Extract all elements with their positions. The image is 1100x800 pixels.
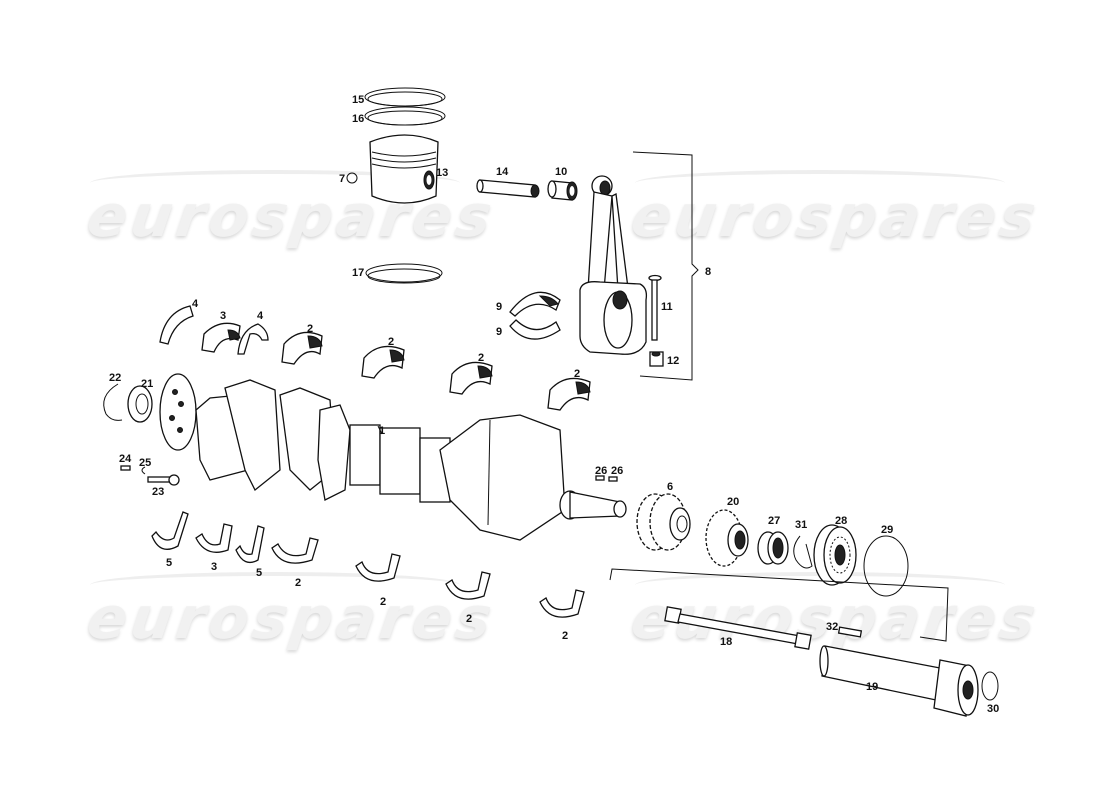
callout-5: 5 <box>256 567 263 579</box>
lock-washer-icon <box>141 466 146 475</box>
callout-2: 2 <box>295 577 302 589</box>
callout-2: 2 <box>478 352 485 364</box>
small-end-bush-icon <box>547 180 578 201</box>
big-end-bearing-upper-icon <box>509 291 561 317</box>
con-rod-nut-icon <box>649 351 664 367</box>
callout-30: 30 <box>987 703 1000 715</box>
callout-27: 27 <box>768 515 781 527</box>
piston-ring-second-icon <box>364 106 446 126</box>
callout-19: 19 <box>866 681 879 693</box>
callout-12: 12 <box>667 355 680 367</box>
drive-shaft-icon <box>664 606 812 650</box>
main-bearing-thrust-lower-icon <box>195 523 233 553</box>
dowel-icon <box>120 465 131 471</box>
callout-16: 16 <box>352 113 365 125</box>
connecting-rod-group-bracket <box>632 151 699 381</box>
callout-22: 22 <box>109 372 122 384</box>
thrust-washer-lower-icon <box>235 525 265 564</box>
thrust-washer-icon <box>159 305 194 345</box>
callout-2: 2 <box>388 336 395 348</box>
pin-icon <box>837 626 863 638</box>
callout-29: 29 <box>881 524 894 536</box>
callout-9: 9 <box>496 326 503 338</box>
callout-26: 26 <box>595 465 608 477</box>
callout-6: 6 <box>667 481 674 493</box>
spacer-icon <box>757 531 789 565</box>
oil-control-ring-icon <box>365 263 443 284</box>
flywheel-bolt-icon <box>147 474 180 486</box>
piston-icon <box>369 134 439 204</box>
callout-31: 31 <box>795 519 808 531</box>
callout-24: 24 <box>119 453 132 465</box>
circlip-icon <box>346 172 358 184</box>
main-bearing-shell-lower-icon <box>445 571 491 600</box>
main-bearing-shell-lower-icon <box>355 553 401 582</box>
callout-25: 25 <box>139 457 152 469</box>
watermark-swoosh <box>90 572 460 598</box>
callout-8: 8 <box>705 266 712 278</box>
callout-11: 11 <box>661 301 673 313</box>
callout-14: 14 <box>496 166 509 178</box>
timing-sprocket-icon <box>636 493 691 551</box>
front-drive-group-bracket <box>609 568 949 642</box>
callout-1: 1 <box>379 425 386 437</box>
main-bearing-shell-lower-icon <box>271 537 319 564</box>
circlip-icon <box>793 535 813 569</box>
callout-13: 13 <box>436 167 449 179</box>
watermark-swoosh <box>90 170 460 196</box>
circlip-icon <box>103 383 123 421</box>
callout-26: 26 <box>611 465 624 477</box>
callout-7: 7 <box>339 173 346 185</box>
callout-4: 4 <box>257 310 264 322</box>
piston-ring-top-icon <box>364 87 446 107</box>
spigot-bearing-icon <box>127 385 153 423</box>
main-bearing-shell-upper-icon <box>449 361 493 395</box>
main-bearing-shell-upper-icon <box>547 377 591 411</box>
drive-shaft-housing-icon <box>819 645 979 717</box>
thrust-washer-lower-icon <box>151 511 189 550</box>
thrust-washer-icon <box>237 323 269 355</box>
callout-32: 32 <box>826 621 839 633</box>
main-bearing-shell-upper-icon <box>281 331 323 365</box>
watermark-swoosh <box>635 170 1005 196</box>
main-bearing-thrust-upper-icon <box>201 322 241 353</box>
connecting-rod-icon <box>579 175 648 355</box>
main-bearing-shell-upper-icon <box>361 345 405 379</box>
con-rod-bolt-icon <box>648 274 662 341</box>
callout-17: 17 <box>352 267 365 279</box>
crankshaft-icon <box>159 373 627 541</box>
main-bearing-shell-lower-icon <box>539 589 585 618</box>
woodruff-key-icon <box>595 475 618 482</box>
callout-4: 4 <box>192 298 199 310</box>
callout-10: 10 <box>555 166 568 178</box>
crankshaft-gear-icon <box>705 509 749 567</box>
callout-2: 2 <box>307 323 314 335</box>
callout-20: 20 <box>727 496 740 508</box>
callout-9: 9 <box>496 301 503 313</box>
callout-2: 2 <box>380 596 387 608</box>
callout-3: 3 <box>220 310 227 322</box>
callout-28: 28 <box>835 515 848 527</box>
callout-18: 18 <box>720 636 733 648</box>
callout-2: 2 <box>466 613 473 625</box>
ball-bearing-icon <box>813 524 857 586</box>
callout-2: 2 <box>574 368 581 380</box>
circlip-icon <box>863 535 909 597</box>
callout-21: 21 <box>141 378 154 390</box>
callout-23: 23 <box>152 486 165 498</box>
callout-3: 3 <box>211 561 218 573</box>
big-end-bearing-lower-icon <box>509 319 561 340</box>
callout-15: 15 <box>352 94 365 106</box>
callout-5: 5 <box>166 557 173 569</box>
o-ring-icon <box>981 671 999 701</box>
gudgeon-pin-icon <box>476 179 540 198</box>
callout-2: 2 <box>562 630 569 642</box>
